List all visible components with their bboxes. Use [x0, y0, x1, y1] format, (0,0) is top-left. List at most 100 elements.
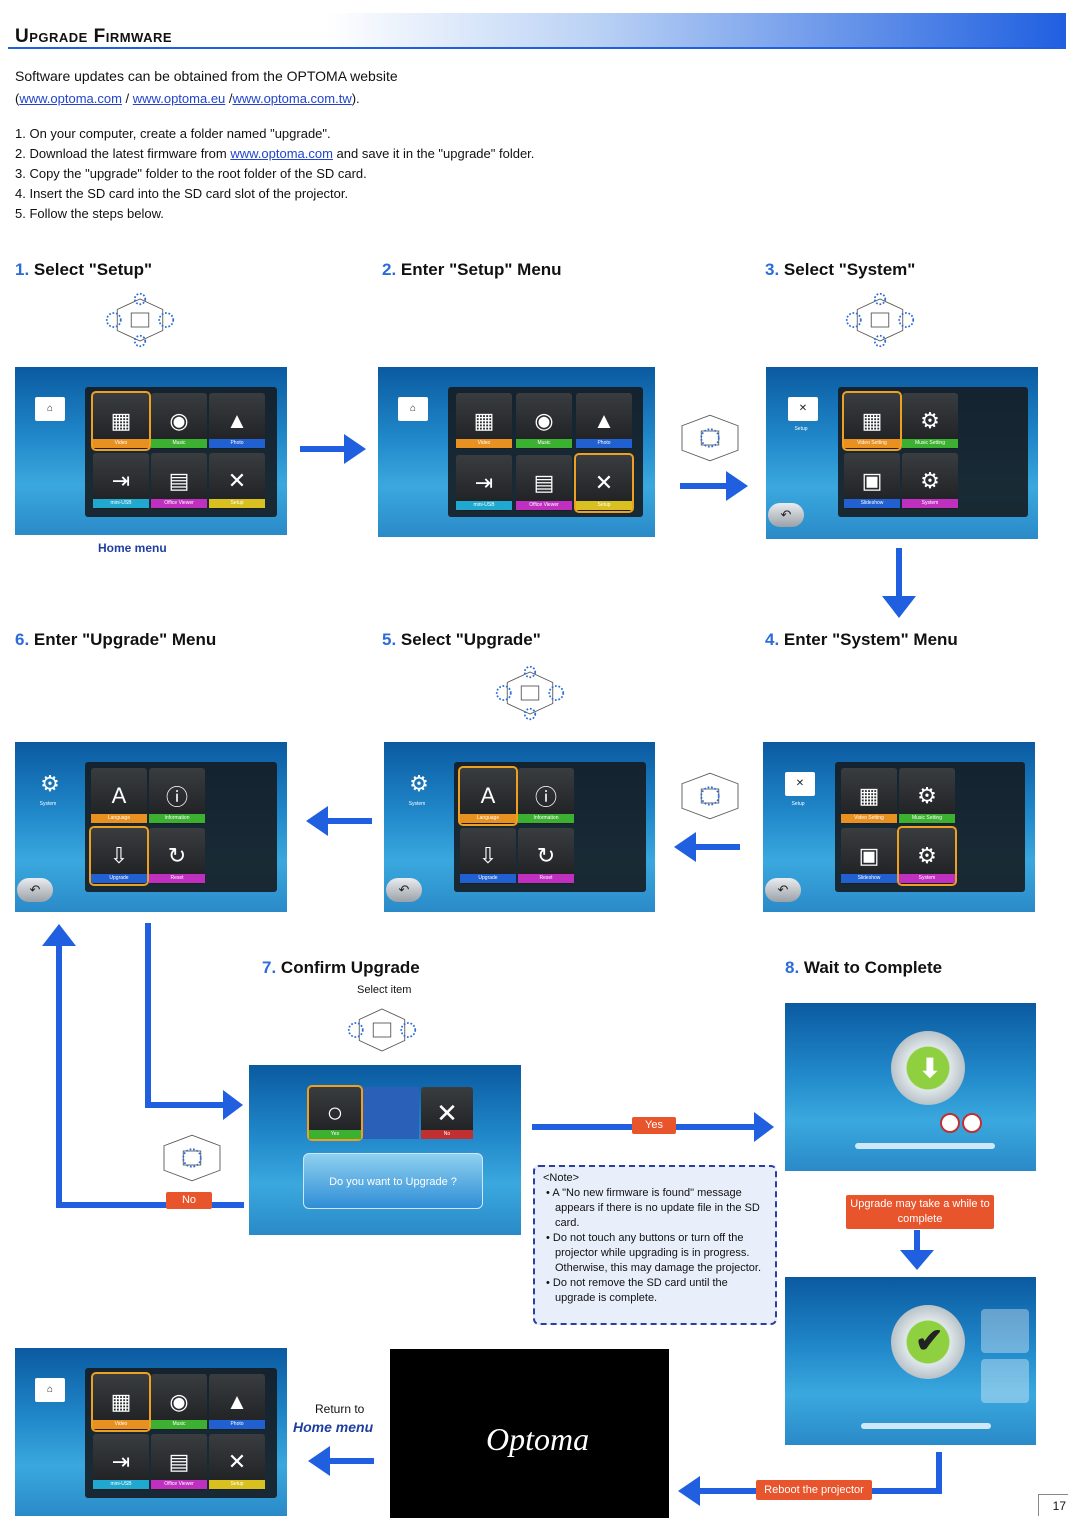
step-3-title: 3. Select "System" — [765, 260, 915, 280]
arrow-left — [330, 1458, 374, 1464]
step-label: Wait to Complete — [803, 958, 943, 977]
step-label: Enter "Setup" Menu — [400, 260, 562, 279]
tile-label: Reset — [149, 874, 205, 883]
step-7-title: 7. Confirm Upgrade — [262, 958, 420, 978]
tile-label: Office Viewer — [516, 501, 572, 510]
setup-menu-system-selected-screen: ✕ Setup ▦ ⚙ Video Setting Music Setting … — [763, 742, 1035, 912]
step-number: 6. — [15, 630, 30, 649]
tile-label: Music Setting — [902, 439, 958, 448]
page-number: 17 — [1038, 1494, 1068, 1516]
confirm-upgrade-screen: ○ Yes ✕ No Do you want to Upgrade ? — [249, 1065, 521, 1235]
tile-label: Slideshow — [841, 874, 897, 883]
tile-label: mini-USB — [456, 501, 512, 510]
step-label: Select "Setup" — [33, 260, 153, 279]
tile-label: Setup — [209, 1480, 265, 1489]
system-menu-upgrade-selected-screen: ⚙ System A ⓘ Language Information ⇩ ↻ Up… — [15, 742, 287, 912]
list-item-tail: and save it in the "upgrade" folder. — [332, 146, 535, 161]
upgrade-wait-pill: Upgrade may take a while to complete — [846, 1195, 994, 1229]
setup-icon: ✕ — [788, 397, 818, 421]
header-bar — [8, 13, 1066, 49]
note-text: Do not touch any buttons or turn off the… — [552, 1232, 762, 1274]
back-button[interactable]: ↶ — [17, 878, 53, 902]
back-button[interactable]: ↶ — [768, 503, 804, 527]
tile-label: Setup — [791, 801, 805, 807]
link-optoma-download[interactable]: www.optoma.com — [230, 146, 333, 161]
home-menu-return-screen: ⌂ ▦ ◉ ▲ Video Music Photo ⇥ ▤ ✕ mini-USB… — [15, 1348, 287, 1516]
tile-label: System — [899, 874, 955, 883]
note-box: <Note> • A "No new firmware is found" me… — [533, 1165, 777, 1325]
remote-enter-icon — [163, 1134, 221, 1182]
tile-label: Photo — [209, 439, 265, 448]
link-optoma-com-tw[interactable]: www.optoma.com.tw — [232, 91, 352, 106]
tile-label: mini-USB — [93, 1480, 149, 1489]
upgrade-dialog: Do you want to Upgrade ? — [303, 1153, 483, 1209]
setup-menu-screen: ✕ Setup ▦ ⚙ Video Setting Music Setting … — [766, 367, 1038, 539]
remote-dpad-icon — [845, 292, 915, 348]
tile-label: Setup — [794, 426, 808, 432]
intro-links: (www.optoma.com / www.optoma.eu /www.opt… — [15, 91, 360, 106]
step-number: 4. — [765, 630, 780, 649]
no-power-icon — [940, 1113, 960, 1133]
tile-label: Music — [151, 1420, 207, 1429]
flow-line — [56, 1202, 244, 1208]
note-text: A "No new firmware is found" message app… — [552, 1187, 760, 1229]
arrowhead-down — [900, 1250, 934, 1270]
step-number: 5. — [382, 630, 397, 649]
tile-label: Upgrade — [460, 874, 516, 883]
remote-dpad-icon — [495, 665, 565, 721]
note-item: • A "No new firmware is found" message a… — [546, 1187, 760, 1229]
paren: ). — [351, 91, 360, 106]
note-item: • Do not remove the SD card until the up… — [546, 1277, 728, 1304]
list-item: 5. Follow the steps below. — [15, 206, 164, 221]
tile-label: Language — [460, 814, 516, 823]
tile-label: Setup — [576, 501, 632, 510]
arrowhead-left — [674, 832, 696, 862]
step-label: Enter "Upgrade" Menu — [33, 630, 217, 649]
download-arrow-icon — [891, 1031, 965, 1105]
list-item: 2. Download the latest firmware from www… — [15, 144, 534, 164]
step-label: Select "Upgrade" — [400, 630, 541, 649]
step-2-title: 2. Enter "Setup" Menu — [382, 260, 562, 280]
tile-label: Video — [456, 439, 512, 448]
arrowhead-left — [306, 806, 328, 836]
step-1-title: 1. Select "Setup" — [15, 260, 152, 280]
list-item: 1. On your computer, create a folder nam… — [15, 126, 331, 141]
remote-dpad-icon — [105, 292, 175, 348]
no-sd-icon — [962, 1113, 982, 1133]
arrowhead-up — [42, 924, 76, 946]
link-optoma-eu[interactable]: www.optoma.eu — [132, 91, 226, 106]
system-menu-screen: ⚙ System A ⓘ Language Information ⇩ ↻ Up… — [384, 742, 655, 912]
arrowhead-left — [308, 1446, 330, 1476]
flow-line — [145, 923, 151, 1108]
home-menu-caption: Home menu — [98, 541, 167, 555]
upgrading-progress-screen: ⬇ — [785, 1003, 1036, 1171]
remote-enter-icon — [681, 414, 739, 462]
setup-icon: ✕ — [785, 772, 815, 796]
back-button[interactable]: ↶ — [765, 878, 801, 902]
remote-dpad-icon — [347, 1008, 417, 1052]
tile-label: Slideshow — [844, 499, 900, 508]
tile-label: Reset — [518, 874, 574, 883]
gear-icon: ⚙ — [409, 771, 429, 796]
optoma-logo: Optoma — [486, 1421, 590, 1457]
tile-label: Setup — [209, 499, 265, 508]
tile-label: Photo — [209, 1420, 265, 1429]
home-icon: ⌂ — [35, 397, 65, 421]
no-label: No — [421, 1130, 473, 1139]
list-item: 3. Copy the "upgrade" folder to the root… — [15, 166, 367, 181]
home-menu-caption: Home menu — [293, 1419, 374, 1435]
intro-text: Software updates can be obtained from th… — [15, 68, 398, 84]
step-label: Confirm Upgrade — [280, 958, 420, 977]
blank-tile — [363, 1087, 419, 1139]
arrowhead-right — [726, 471, 748, 501]
tile-label: Language — [91, 814, 147, 823]
remote-enter-icon — [681, 772, 739, 820]
tile-label: Video Setting — [841, 814, 897, 823]
tile-label: Office Viewer — [151, 1480, 207, 1489]
link-optoma-com[interactable]: www.optoma.com — [19, 91, 122, 106]
back-button[interactable]: ↶ — [386, 878, 422, 902]
arrowhead-right — [223, 1090, 243, 1120]
yes-pill: Yes — [632, 1117, 676, 1134]
arrow-left — [328, 818, 372, 824]
page-title: Upgrade Firmware — [15, 26, 173, 47]
